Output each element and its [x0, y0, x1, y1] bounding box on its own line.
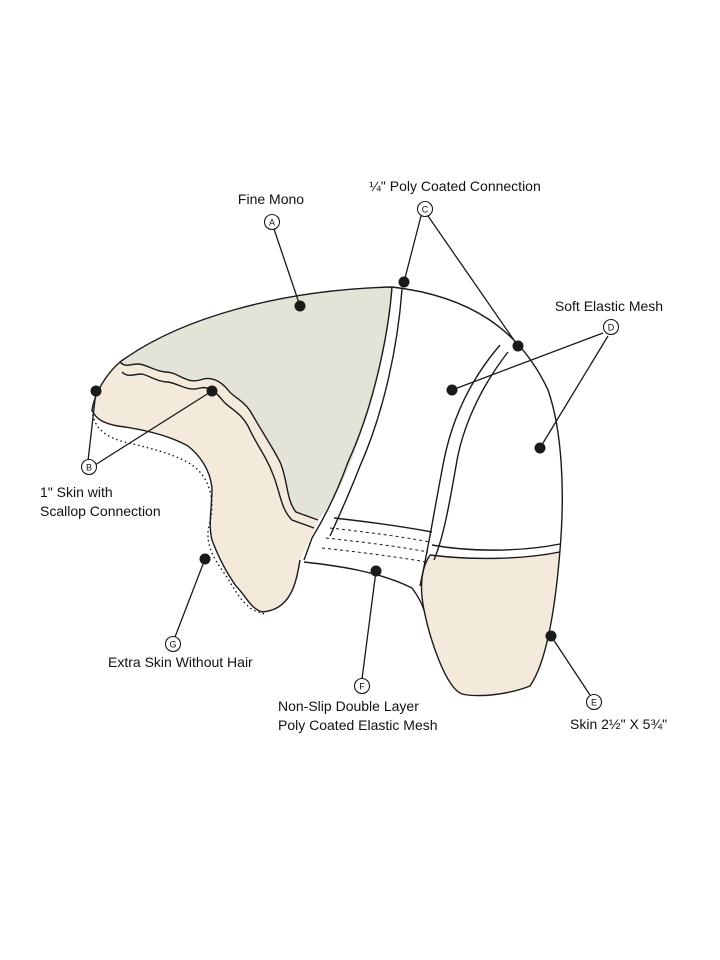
dot-d-1 [446, 384, 458, 396]
label-poly-connection: ¼" Poly Coated Connection [369, 178, 541, 194]
label-skin-scallop-line-1: 1" Skin with [40, 484, 113, 500]
nape-band-top [333, 517, 433, 533]
badge-a: A [263, 213, 281, 231]
label-nonslip-line-2: Poly Coated Elastic Mesh [278, 717, 438, 733]
label-skin-scallop-line-2: Scallop Connection [40, 503, 161, 519]
badge-a-letter: A [269, 218, 275, 228]
dot-e [545, 630, 557, 642]
label-nonslip-line-1: Non-Slip Double Layer [278, 698, 419, 714]
leader-g [174, 558, 206, 638]
leader-d-2 [539, 335, 609, 449]
leader-b-2 [94, 390, 213, 466]
leader-f [361, 570, 377, 680]
poly-connection-line-4 [433, 351, 509, 561]
label-extra-skin: Extra Skin Without Hair [108, 654, 253, 670]
label-soft-elastic-mesh: Soft Elastic Mesh [555, 298, 663, 314]
fine-mono-region [120, 287, 392, 520]
badge-e-letter: E [591, 698, 597, 708]
nape-band-bottom [303, 561, 425, 611]
cap-outline-front [91, 361, 301, 613]
badge-c: C [416, 200, 434, 218]
nape-band-dots-1 [329, 527, 431, 543]
poly-connection-line-1 [303, 286, 393, 561]
leader-c-2 [427, 215, 519, 347]
badge-d: D [602, 318, 620, 336]
label-skin-size: Skin 2½" X 5¾" [570, 716, 667, 732]
badge-c-letter: C [422, 205, 429, 215]
scallop-line-outer [119, 361, 319, 521]
label-fine-mono: Fine Mono [238, 191, 304, 207]
badge-g-letter: G [169, 640, 176, 650]
dot-g [199, 553, 211, 565]
leader-c-1 [403, 215, 422, 283]
leader-a [273, 228, 301, 307]
leader-d-1 [451, 332, 604, 391]
badge-d-letter: D [608, 323, 615, 333]
badge-e: E [585, 693, 603, 711]
dot-b-2 [206, 385, 218, 397]
dot-f [370, 565, 382, 577]
dot-c-1 [398, 276, 410, 288]
extra-skin-dotted-edge [91, 409, 265, 615]
soft-elastic-mesh-region [312, 288, 563, 559]
cap-outline-top [119, 286, 563, 697]
dot-a [294, 300, 306, 312]
badge-f-letter: F [359, 682, 365, 692]
badge-b-letter: B [86, 463, 92, 473]
badge-g: G [164, 635, 182, 653]
rear-skin-boundary-1 [431, 543, 561, 551]
poly-connection-line-2 [329, 288, 403, 537]
dot-c-2 [512, 340, 524, 352]
nape-band-dots-2 [325, 537, 429, 553]
poly-connection-line-3 [419, 344, 501, 587]
dot-b-1 [90, 385, 102, 397]
badge-b: B [80, 458, 98, 476]
rear-skin-region [421, 550, 560, 696]
rear-skin-boundary-2 [429, 551, 561, 560]
badge-f: F [353, 677, 371, 695]
dot-d-2 [534, 442, 546, 454]
leader-b-1 [87, 390, 97, 462]
leader-e [550, 635, 591, 696]
scallop-skin-region [92, 362, 318, 612]
